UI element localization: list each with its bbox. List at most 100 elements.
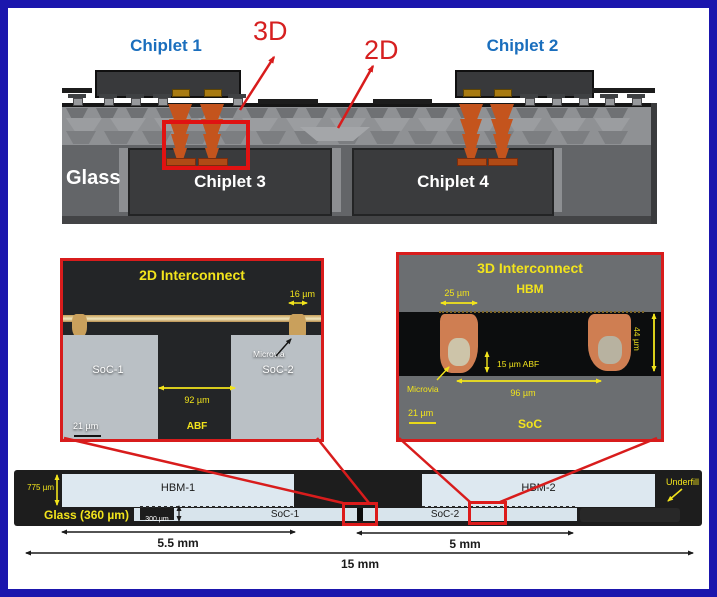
copper-via-pad [457, 158, 487, 166]
rdl-trace-trapezoid [96, 108, 118, 118]
rdl-trace-trapezoid [186, 108, 208, 118]
2d-interconnect-trace [300, 127, 370, 141]
2d-label: 2D [364, 35, 399, 65]
micro-bump-stem [73, 98, 83, 106]
copper-trace [63, 315, 321, 322]
trace-width-dim: 16 µm [289, 289, 315, 299]
micro-bump-cap [627, 94, 645, 98]
glass-dim-label: Glass (360 µm) [44, 508, 129, 522]
soc1-block [63, 335, 158, 439]
micro-bump-cap [99, 94, 117, 98]
abf-thickness-dim: 15 µm ABF [497, 359, 540, 369]
3d-region-highlight-box [162, 120, 250, 170]
copper-via-segment [171, 134, 189, 148]
rdl-trace-trapezoid [374, 118, 410, 131]
chiplet-2-label: Chiplet 2 [486, 36, 559, 55]
micro-bump-cap [600, 94, 618, 98]
copper-via-pad [488, 158, 518, 166]
scale-bar-label: 21 µm [408, 408, 434, 418]
underfill-region [580, 508, 680, 522]
scale-bar [74, 435, 101, 437]
3d-label: 3D [253, 16, 288, 46]
3d-inset-title: 3D Interconnect [477, 260, 583, 276]
copper-bump [72, 314, 87, 338]
hbm2-label: HBM-2 [521, 482, 556, 494]
dim-total-label: 15 mm [340, 557, 380, 571]
chiplet-3-block: Chiplet 3 [128, 148, 332, 216]
3d-interconnect-inset: 3D Interconnect HBM 25 µm 15 µm ABF 44 µ… [396, 252, 664, 442]
micro-bump-stem [632, 98, 642, 106]
gold-pad [463, 89, 481, 97]
copper-via-segment [493, 134, 511, 148]
rdl-trace-trapezoid [242, 118, 278, 131]
surface-cap [373, 99, 432, 104]
gold-pad [172, 89, 190, 97]
soc1-label: SoC-1 [270, 509, 300, 520]
micro-bump-cap [547, 94, 565, 98]
band-height-dim: 44 µm [632, 327, 642, 351]
glass-label: Glass [66, 167, 121, 189]
rdl-trace-trapezoid [110, 118, 146, 131]
rdl-trace-trapezoid [396, 108, 418, 118]
rdl-trace-trapezoid [426, 108, 448, 118]
3d-location-box [468, 501, 507, 525]
via-fill [598, 336, 622, 364]
soc-gap-tick [357, 508, 363, 521]
copper-via-segment [168, 104, 192, 119]
dim-right-label: 5 mm [449, 537, 481, 551]
soc-label: SoC [518, 417, 542, 431]
copper-via-pad [166, 158, 196, 166]
micro-bump-stem [158, 98, 168, 106]
copper-via-segment [173, 148, 187, 158]
soc-height-dim: 300 µm [145, 516, 169, 523]
through-glass-via [119, 148, 128, 212]
hbm-height-dim: 775 µm [27, 483, 54, 492]
copper-via-segment [490, 104, 514, 119]
2d-location-box [342, 502, 378, 526]
micro-bump-stem [131, 98, 141, 106]
rdl-trace-trapezoid [606, 108, 628, 118]
soc2-label: SoC-2 [262, 364, 294, 376]
left-microvia [440, 314, 478, 373]
bond-line-dots [439, 311, 644, 313]
surface-cap [258, 99, 318, 104]
rdl-trace-trapezoid [418, 118, 454, 131]
micro-bump-stem [104, 98, 114, 106]
rdl-trace-trapezoid [216, 108, 238, 118]
rdl-trace-trapezoid [246, 108, 268, 118]
micro-bump-cap [153, 94, 171, 98]
micro-bump-cap [228, 94, 246, 98]
chiplet-3-label: Chiplet 3 [194, 172, 266, 191]
hbm-label: HBM [516, 282, 544, 296]
scale-bar-label: 21 µm [73, 421, 99, 431]
gap-width-dim: 92 µm [184, 395, 210, 405]
micro-bump-cap [520, 94, 538, 98]
rdl-trace-trapezoid [306, 108, 328, 118]
2d-inset-title: 2D Interconnect [139, 267, 245, 283]
micro-bump-stem [552, 98, 562, 106]
rdl-trace-trapezoid [336, 108, 358, 118]
rdl-trace-trapezoid [276, 108, 298, 118]
abf-label: ABF [186, 421, 208, 432]
bond-line-dots [422, 506, 577, 508]
rdl-trace-trapezoid [366, 108, 388, 118]
micro-bump-cap [68, 94, 86, 98]
schematic-right-edge [651, 103, 657, 224]
gold-pad [204, 89, 222, 97]
rdl-trace-trapezoid [546, 108, 568, 118]
copper-via-segment [460, 119, 482, 134]
hbm1-label: HBM-1 [160, 482, 196, 494]
copper-via-segment [491, 119, 513, 134]
surface-cap [592, 88, 655, 93]
soc1-label: SoC-1 [92, 364, 124, 376]
rdl-trace-trapezoid [104, 131, 134, 144]
rdl-trace-trapezoid [598, 131, 628, 144]
micro-bump-cap [126, 94, 144, 98]
schematic-bottom-edge [62, 216, 655, 224]
micro-bump-stem [525, 98, 535, 106]
rdl-trace-trapezoid [560, 131, 590, 144]
rdl-layer [62, 107, 655, 145]
chiplet-4-label: Chiplet 4 [417, 172, 489, 191]
rdl-trace-trapezoid [156, 108, 178, 118]
